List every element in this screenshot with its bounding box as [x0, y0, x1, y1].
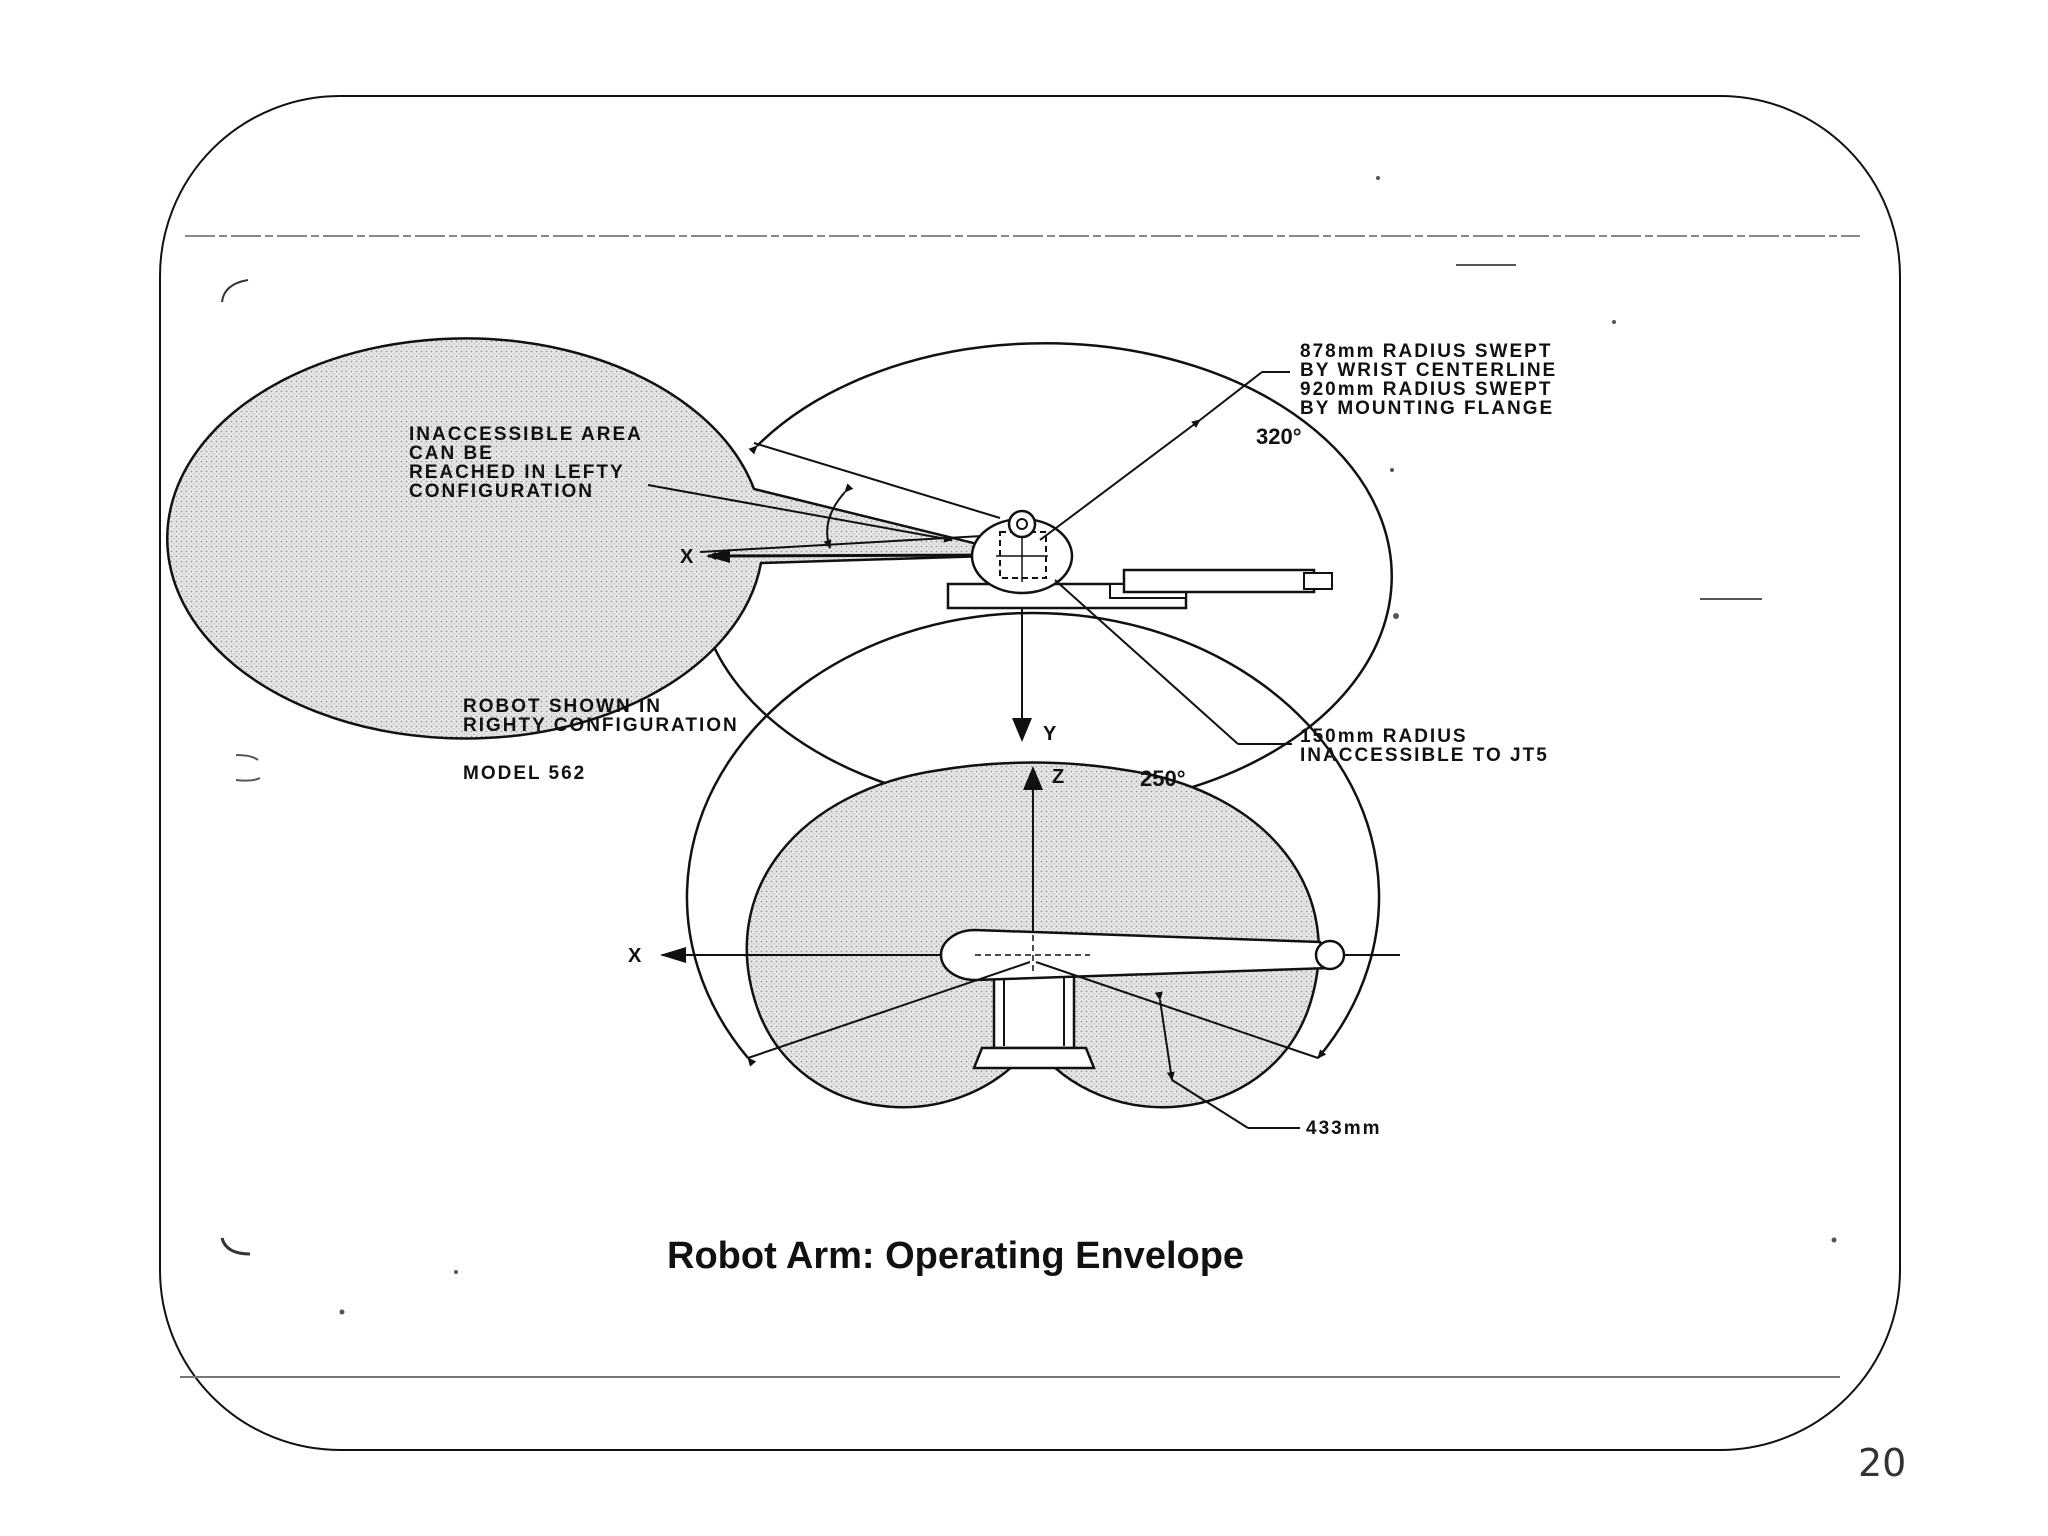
side-433-leader [1171, 1079, 1249, 1129]
top-inaccessible-leader [647, 484, 953, 543]
label-433mm: 433mm [1306, 1118, 1382, 1139]
figure-caption: Robot Arm: Operating Envelope [667, 1235, 1244, 1277]
top-view-diagram: X Y INACCESSIBLE AREA CAN BE REA [166, 337, 1565, 811]
side-radial-line-right [1035, 961, 1319, 1059]
label-inaccessible-line1: INACCESSIBLE AREA [409, 424, 642, 445]
side-robot-base [972, 1046, 1096, 1070]
label-inaccessible-area: INACCESSIBLE AREA CAN BE REACHED IN LEFT… [409, 424, 649, 502]
label-radius-line3: 920mm RADIUS SWEPT [1300, 379, 1552, 400]
top-tool-arm [1122, 568, 1316, 594]
label-robot-line2: RIGHTY CONFIGURATION [463, 715, 739, 736]
side-433-dimension [1154, 991, 1175, 1081]
side-radial-line-left [747, 961, 1031, 1059]
label-inaccessible-line3: REACHED IN LEFTY [409, 462, 624, 483]
label-inaccessible-line2: CAN BE [409, 443, 494, 464]
binder-mark-3 [220, 1237, 251, 1256]
slide-frame [159, 95, 1901, 1451]
top-axis-x-label: X [680, 546, 694, 568]
label-150-line2: INACCESSIBLE TO JT5 [1300, 745, 1549, 766]
label-150mm: 150mm RADIUS INACCESSIBLE TO JT5 [1300, 726, 1549, 766]
label-robot-line1: ROBOT SHOWN IN [463, 696, 662, 717]
page-number: 20 [1858, 1441, 1906, 1485]
top-radius-leader [1039, 419, 1201, 541]
scan-specks [339, 176, 1837, 1315]
top-outer-sweep-arc [697, 341, 1393, 811]
top-wedge-arrow [823, 483, 854, 549]
label-radius-line4: BY MOUNTING FLANGE [1300, 398, 1554, 419]
label-radius-line1: 878mm RADIUS SWEPT [1300, 341, 1552, 362]
side-outer-sweep-arc [685, 611, 1381, 1067]
binder-mark-2 [235, 754, 261, 782]
label-inaccessible-line4: CONFIGURATION [409, 481, 594, 502]
label-radius-swept: 878mm RADIUS SWEPT BY WRIST CENTERLINE 9… [1300, 341, 1565, 419]
label-150-line1: 150mm RADIUS [1300, 726, 1468, 747]
label-model: MODEL 562 [463, 763, 586, 784]
side-robot-arm [939, 928, 1332, 982]
label-robot-shown: ROBOT SHOWN IN RIGHTY CONFIGURATION [463, 696, 739, 736]
top-reach-area [166, 337, 1023, 740]
side-axis-z-label: Z [1052, 766, 1064, 788]
side-wrist-joint [1314, 939, 1346, 971]
label-radius-line2: BY WRIST CENTERLINE [1300, 360, 1557, 381]
top-axis-y-label: Y [1043, 723, 1057, 745]
side-axis-x-label: X [628, 945, 642, 967]
side-view-diagram: Z 250° X 433mm [628, 611, 1400, 1139]
top-angle-label: 320° [1256, 424, 1302, 449]
binder-mark-1 [221, 279, 249, 303]
top-150-leader [1054, 579, 1239, 745]
top-wrist-joint [1007, 509, 1037, 539]
top-x-axis [707, 551, 1023, 560]
side-angle-label: 250° [1140, 766, 1186, 791]
side-robot-column [992, 974, 1076, 1050]
